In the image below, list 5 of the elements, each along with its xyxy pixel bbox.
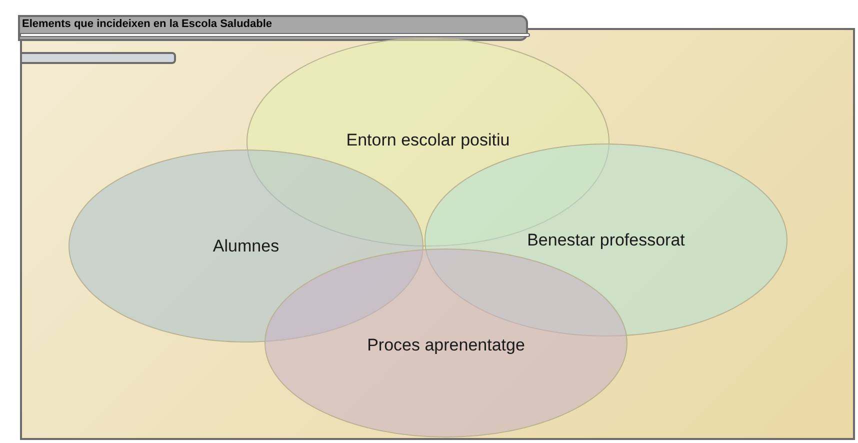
ellipse-label: Entorn escolar positiu xyxy=(346,129,510,152)
ellipse-label: Alumnes xyxy=(212,235,280,258)
ellipse-label: Proces aprenentatge xyxy=(367,334,525,356)
ellipse-label: Benestar professorat xyxy=(527,229,685,252)
title: Elements que incideixen en la Escola Saludable xyxy=(22,17,272,32)
